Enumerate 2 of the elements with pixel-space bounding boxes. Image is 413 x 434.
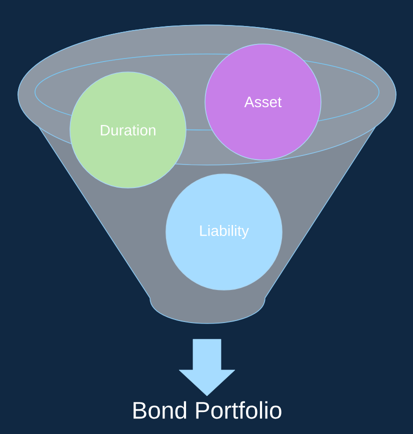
down-arrow <box>178 339 236 396</box>
output-label: Bond Portfolio <box>134 401 282 419</box>
